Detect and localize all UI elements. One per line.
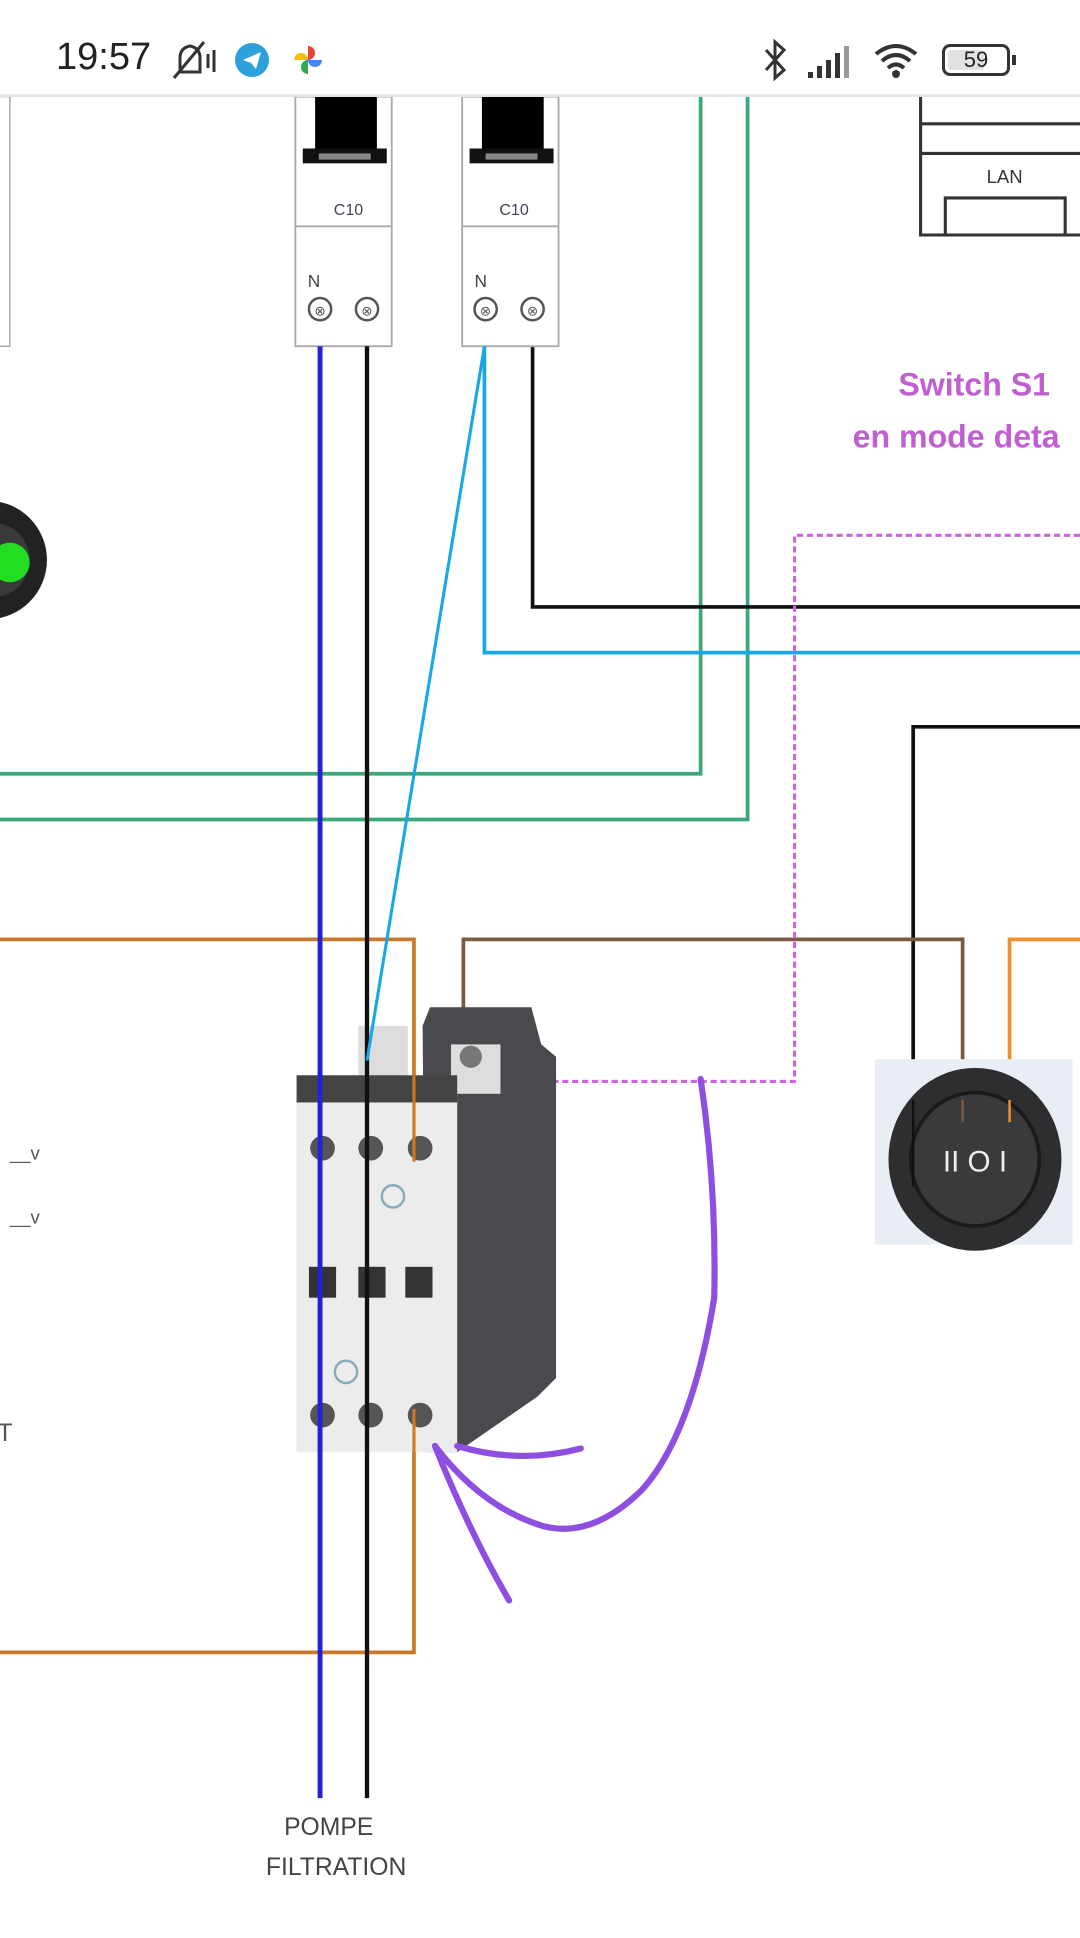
left-fragment: T [0,1420,13,1447]
mute-icon [172,41,216,79]
clock: 19:57 [56,36,152,78]
svg-text:⊗: ⊗ [480,303,491,318]
battery-icon: 59 [942,44,1016,76]
voltage-label-1: __v [9,1142,41,1164]
svg-text:⊗: ⊗ [527,303,538,318]
status-bar: 19:57 59 [0,0,1080,97]
svg-text:N: N [475,271,487,291]
rocker-marks: II O I [943,1146,1007,1179]
output-label-line1: POMPE [284,1814,373,1841]
svg-text:⊗: ⊗ [361,303,372,318]
wifi-icon [874,44,918,78]
light-blue-wire-right [482,346,1080,655]
switch-title: Switch S1 [898,367,1050,403]
bluetooth-icon [764,38,787,82]
lan-module: LAN [919,96,1080,237]
svg-text:C10: C10 [499,201,529,219]
rocker-switch[interactable]: II O I [874,1059,1073,1251]
telegram-icon [235,43,269,77]
pink-dotted-line [463,533,1080,1083]
battery-level: 59 [963,47,989,72]
hand-drawn-annotation-arrow [431,1075,718,1604]
partial-breaker [0,95,11,347]
indicator-light [0,501,47,618]
voltage-label-2: __v [9,1207,41,1229]
svg-text:LAN: LAN [987,166,1023,187]
green-wires [0,96,750,822]
svg-text:N: N [308,271,320,291]
svg-text:⊗: ⊗ [314,303,325,318]
light-blue-wire [365,345,486,1061]
orange-wire-switch [1007,937,1080,1100]
signal-icon [808,46,849,78]
switch-black-wire [911,724,1080,1100]
phase-wire-right [530,346,1080,609]
switch-subtitle: en mode deta [853,419,1061,455]
output-label-line2: FILTRATION [266,1854,406,1881]
contactor [296,1007,557,1453]
svg-text:C10: C10 [334,201,364,219]
breaker-2: C10 N ⊗ ⊗ [461,95,560,348]
breaker-1: C10 N ⊗ ⊗ [294,95,393,348]
photos-icon [294,46,322,74]
